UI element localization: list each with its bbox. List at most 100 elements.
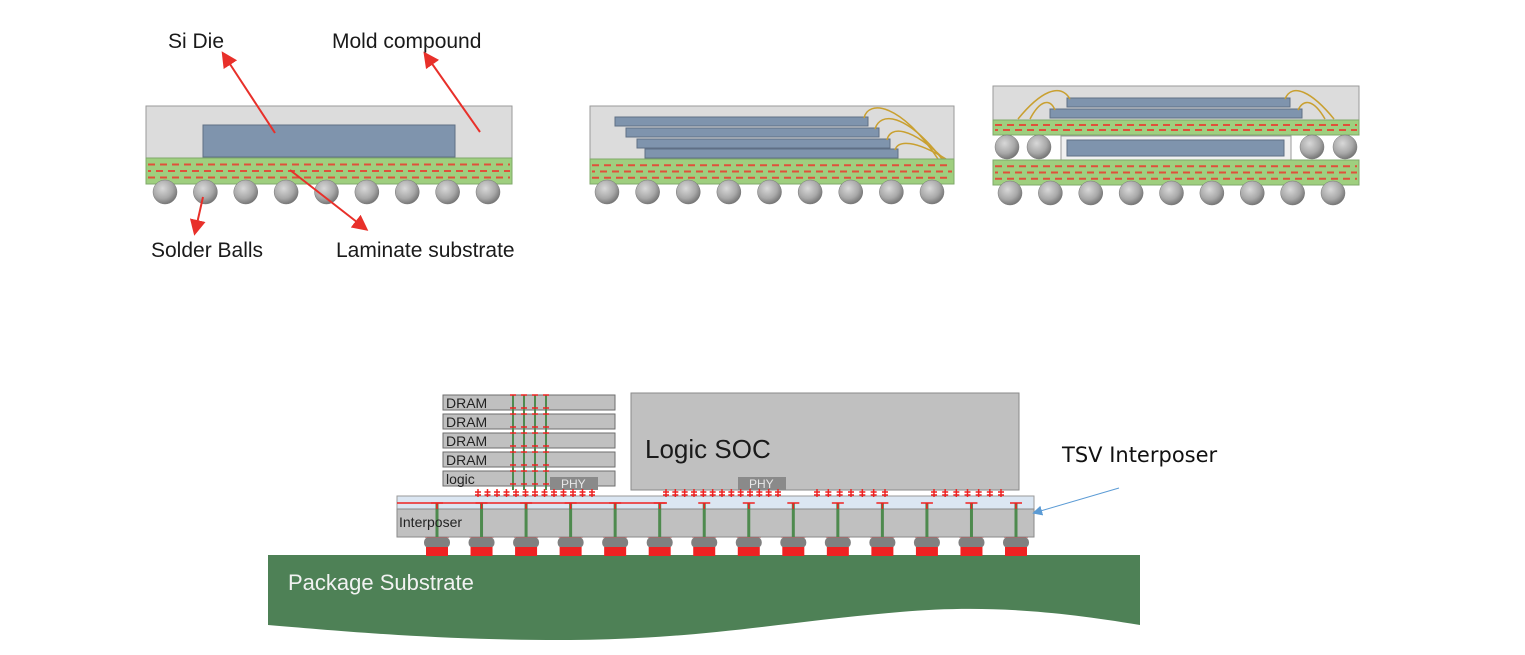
arrow-laminate-substrate [289,169,369,231]
label-laminate-substrate: Laminate substrate [336,239,515,262]
solder-ball [1320,180,1346,206]
dram-die [442,451,616,468]
solder-ball [716,179,742,205]
c4-bump [869,537,896,548]
wire-bonds [1017,89,1335,120]
c4-bump [557,537,584,548]
label-tsv-interposer: TSV Interposer [1061,443,1218,467]
label-mold-compound: Mold compound [332,30,481,53]
solder-ball [1118,180,1144,206]
c4-bump-pad [782,547,805,556]
c4-bump-pad [915,547,938,556]
bottom-die [1066,139,1285,157]
interposer-body [396,508,1035,538]
stacked-die-3 [636,138,891,149]
solder-ball [1280,180,1305,206]
hbm-phy [550,477,598,490]
label-logic-soc: Logic SOC [645,434,771,464]
c4-bump-pad [559,547,582,556]
package-2-stacked-die [589,105,955,205]
bottom-laminate-substrate [992,159,1360,186]
label-dram: DRAM [446,395,487,411]
solder-balls [997,180,1346,206]
package-1-single-die: Si Die Mold compound Solder Balls Lamina… [145,30,515,262]
label-dram: DRAM [446,414,487,430]
c4-bump-pad [426,547,448,556]
interposer-balls [994,134,1358,160]
c4-bump-pad [1005,547,1027,556]
laminate-substrate [145,157,513,185]
arrow-mold-compound [423,51,481,133]
tsv-vias [431,502,1022,537]
arrow-si-die [221,51,276,134]
c4-bump-pad [515,547,538,556]
solder-ball [997,180,1023,206]
solder-ball [314,179,339,205]
solder-ball [1332,134,1358,160]
c4-bump [824,537,851,548]
callout-arrow [1032,487,1120,516]
label-solder-balls: Solder Balls [151,239,263,262]
solder-ball [838,179,863,205]
solder-ball [152,179,178,205]
solder-ball [1078,180,1103,206]
dram-die [442,432,616,449]
soc-phy [738,477,786,490]
solder-ball [879,179,904,205]
label-package-substrate: Package Substrate [288,570,474,595]
package-3-package-on-package [992,85,1360,206]
laminate-substrate [589,158,955,185]
logic-soc [630,392,1020,491]
solder-balls [594,179,945,205]
c4-bump [468,537,495,548]
solder-ball [1026,134,1052,160]
c4-bump [691,537,718,548]
label-interposer: Interposer [399,514,462,530]
stacked-die-2 [625,127,880,138]
dram-die [442,394,616,411]
c4-bump-pad [826,547,849,556]
top-laminate-substrate [992,119,1360,136]
solder-ball [797,179,823,205]
solder-ball [273,179,299,205]
solder-ball [193,179,218,205]
c4-bump [780,537,807,548]
dram-stack: DRAM DRAM DRAM DRAM logic PHY [442,394,616,491]
solder-ball [1159,180,1184,206]
solder-ball [233,179,258,205]
arrow-solder-balls [189,196,206,236]
c4-bump-pad [871,547,894,556]
wire-bonds [863,107,947,160]
solder-ball [1299,134,1325,160]
label-dram: DRAM [446,452,487,468]
label-logic: logic [446,471,475,487]
solder-ball [676,179,701,205]
si-die [202,124,456,158]
top-die-2 [1049,108,1303,119]
label-si-die: Si Die [168,30,224,53]
stacked-die-1 [614,116,869,127]
solder-ball [395,179,420,205]
c4-bump [735,537,762,548]
c4-bump-pad [648,547,671,556]
solder-ball [594,179,620,205]
c4-bump-pad [960,547,983,556]
label-dram: DRAM [446,433,487,449]
micro-bumps [424,536,1029,556]
c4-bump [913,537,940,548]
c4-bump-rows [475,489,1004,497]
top-die-1 [1066,97,1291,108]
c4-bump-pad [470,547,493,556]
label-soc-phy: PHY [749,477,774,491]
c4-bump-pad [604,547,627,556]
solder-ball [757,179,782,205]
solder-ball [1038,180,1063,206]
package-substrate [268,555,1140,640]
solder-ball [354,179,380,205]
solder-ball [635,179,660,205]
c4-bump [1003,537,1029,548]
label-hbm-phy: PHY [561,477,586,491]
c4-bump [424,537,450,548]
c4-bump [513,537,540,548]
